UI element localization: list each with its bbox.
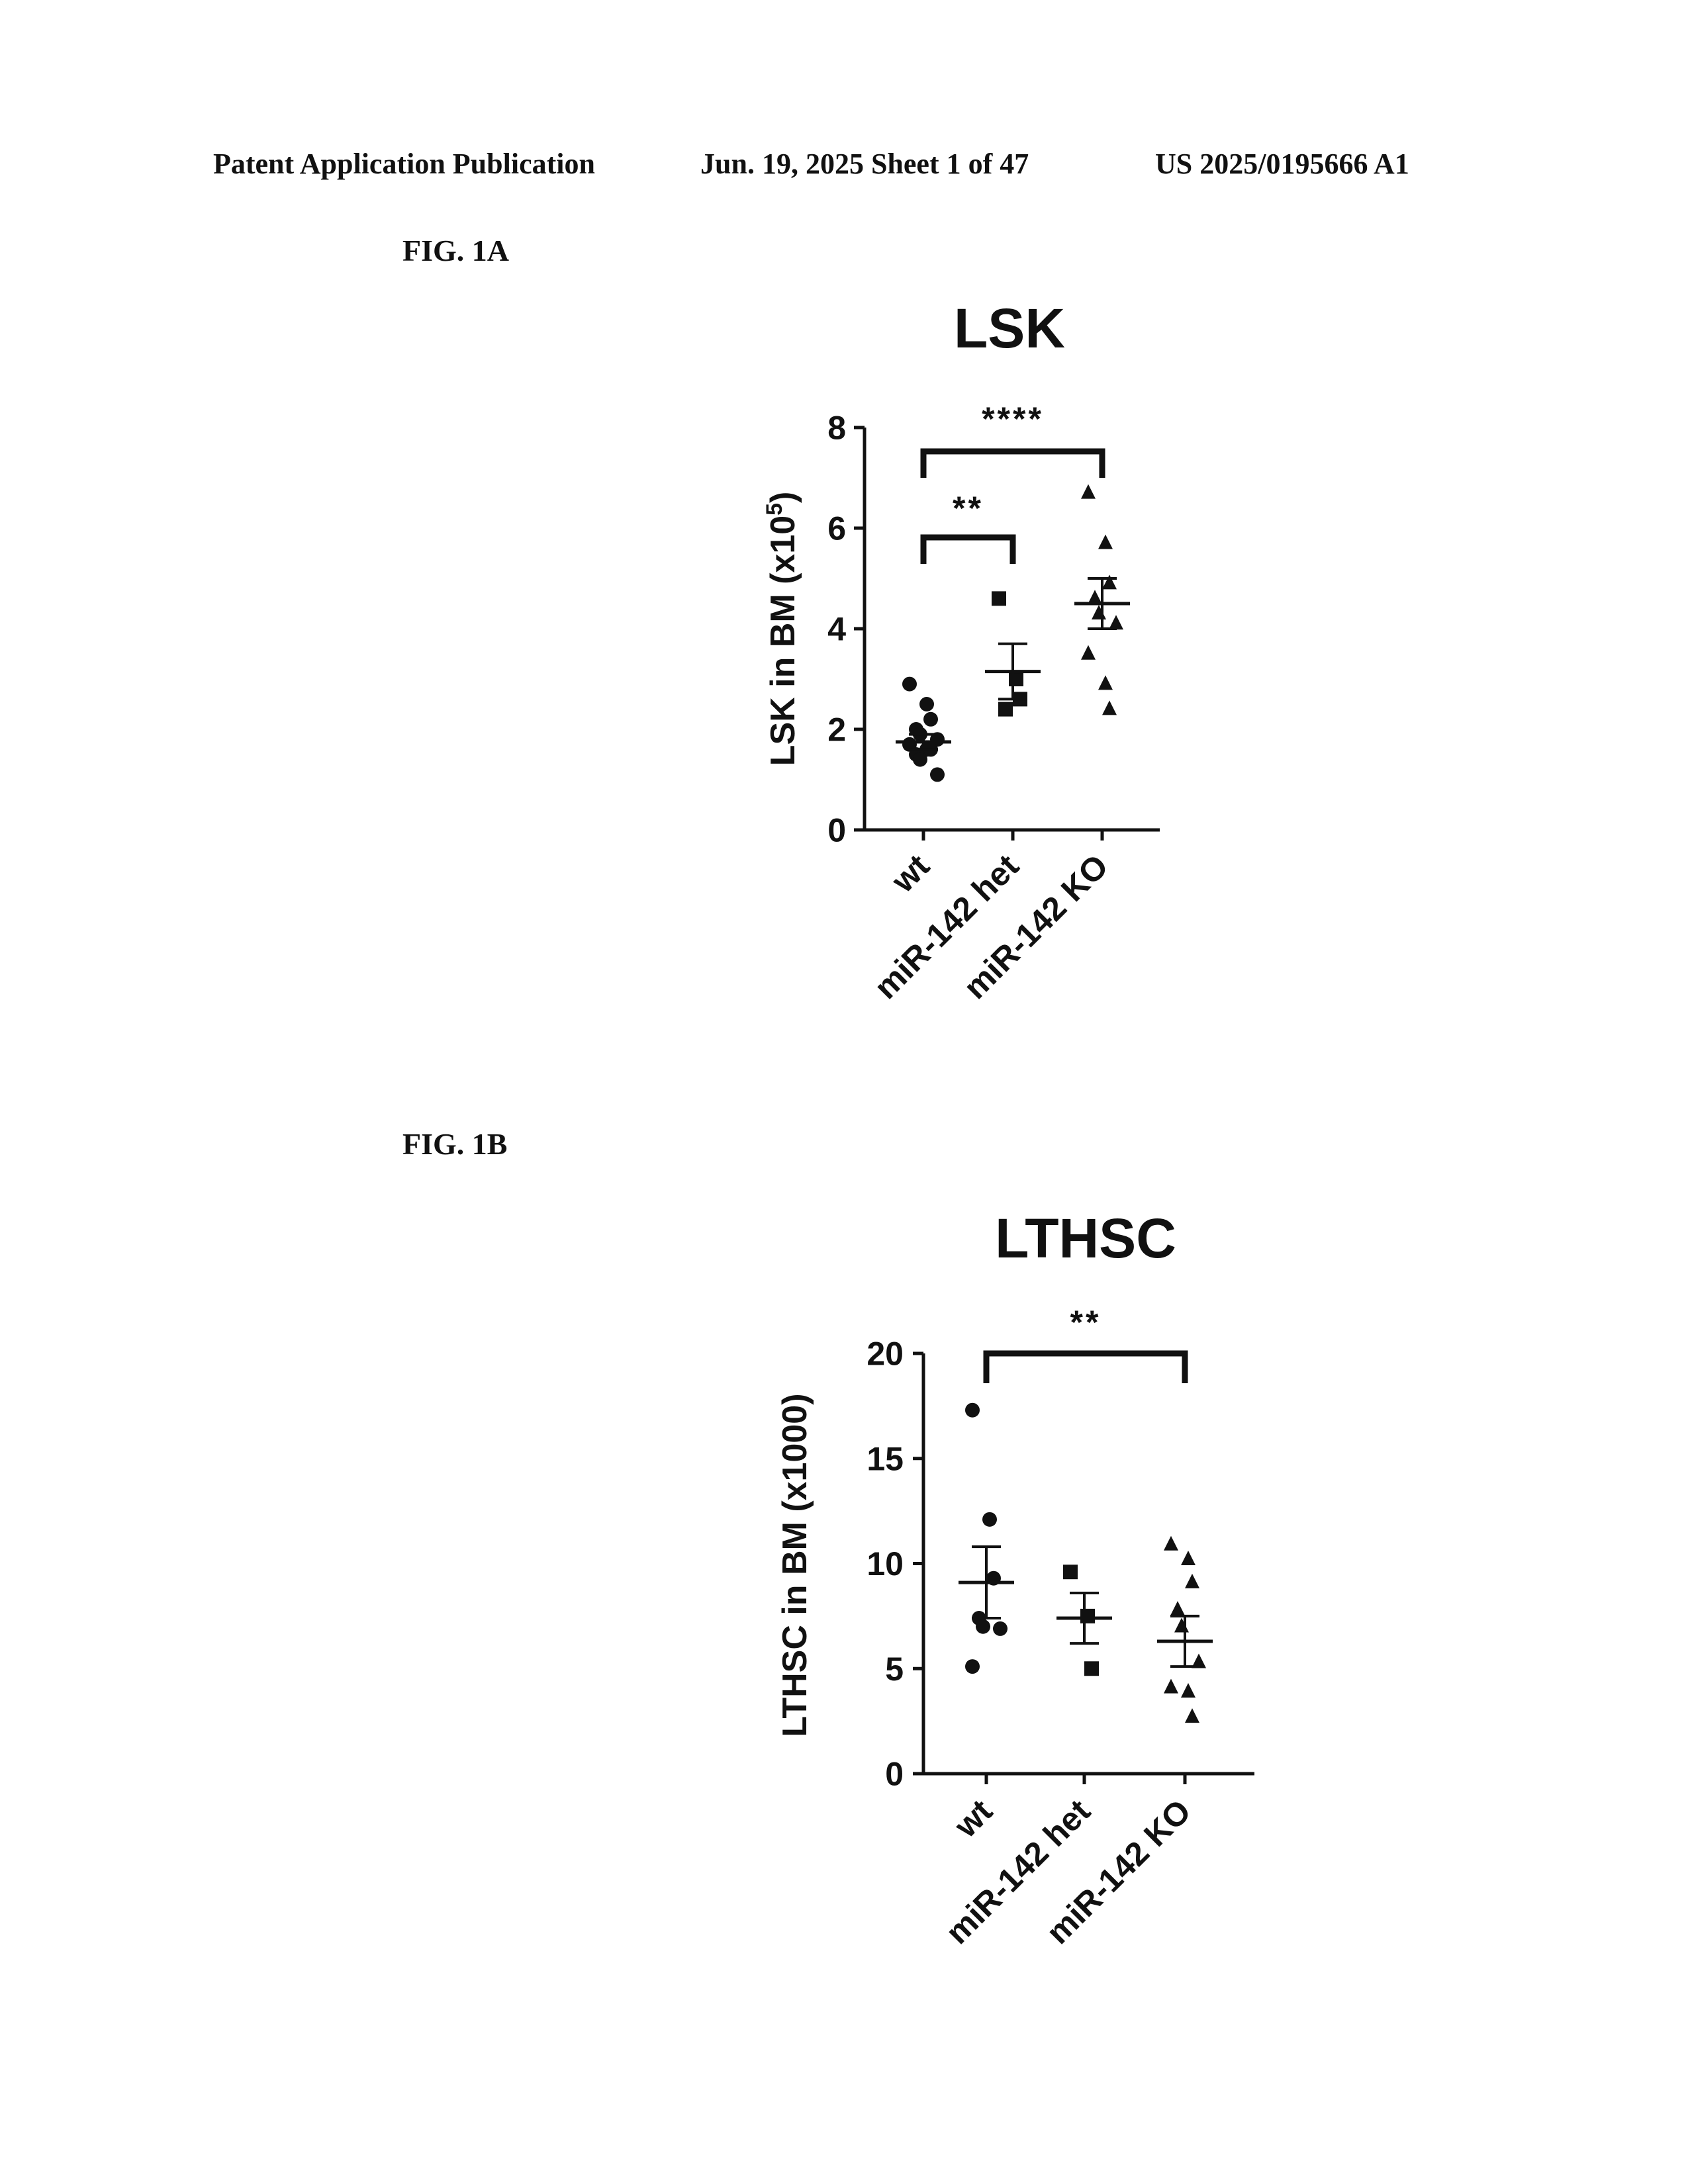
data-point-square xyxy=(1084,1661,1099,1676)
data-point-circle xyxy=(976,1619,990,1634)
data-point-triangle xyxy=(1181,1551,1196,1565)
x-category-label: wt xyxy=(947,1792,1000,1845)
data-point-triangle xyxy=(1185,1708,1199,1723)
y-axis-label: LTHSC in BM (x1000) xyxy=(776,1393,814,1737)
y-axis-label-text: LTHSC in BM (x1000) xyxy=(776,1393,814,1737)
data-point-circle xyxy=(982,1512,997,1527)
data-point-circle xyxy=(965,1659,980,1674)
y-tick-label: 15 xyxy=(867,1440,904,1477)
significance-bracket xyxy=(986,1353,1185,1383)
y-tick-label: 10 xyxy=(867,1545,904,1582)
chart-title: LTHSC xyxy=(995,1207,1176,1269)
y-tick-label: 5 xyxy=(885,1651,904,1688)
data-point-triangle xyxy=(1181,1683,1196,1698)
data-point-triangle xyxy=(1174,1618,1189,1633)
data-point-triangle xyxy=(1185,1574,1199,1588)
data-point-circle xyxy=(965,1403,980,1418)
data-point-square xyxy=(1080,1609,1095,1623)
data-point-triangle xyxy=(1164,1536,1178,1551)
data-point-circle xyxy=(993,1621,1008,1636)
data-point-triangle xyxy=(1170,1601,1185,1615)
significance-label: ** xyxy=(1070,1304,1102,1341)
data-point-triangle xyxy=(1164,1679,1178,1694)
y-tick-label: 0 xyxy=(885,1756,904,1793)
data-point-square xyxy=(1063,1565,1078,1579)
y-tick-label: 20 xyxy=(867,1336,904,1373)
